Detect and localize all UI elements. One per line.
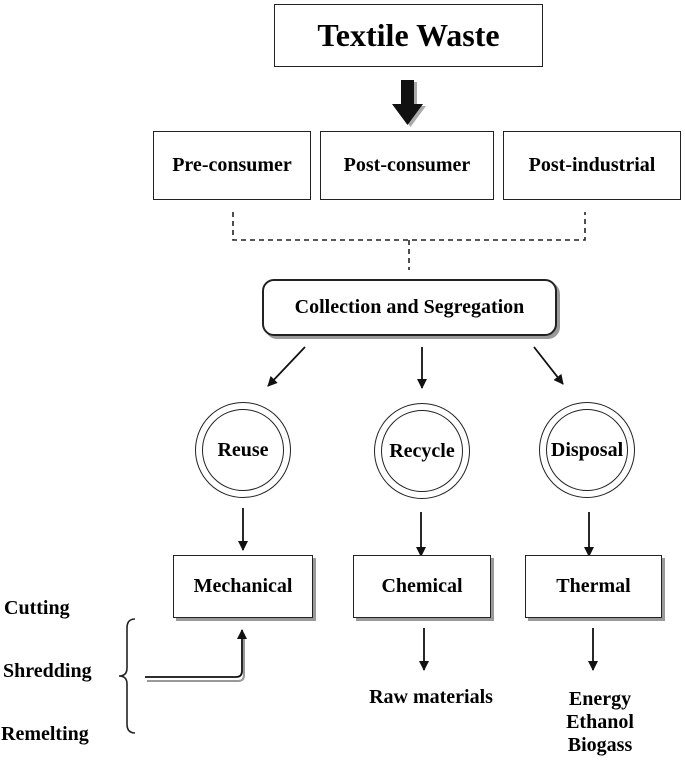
output-thermal-list: Energy Ethanol Biogass [545,688,655,757]
method-shredding: Shredding [3,660,92,682]
process-mechanical: Mechanical [173,555,313,618]
option-disposal: Disposal [539,402,635,498]
main-down-arrow [392,80,426,127]
process-thermal: Thermal [525,555,662,618]
process-chemical: Chemical [353,555,491,618]
option-reuse: Reuse [195,402,291,498]
source-post-industrial: Post-industrial [503,131,681,200]
output-ethanol: Ethanol [566,711,634,733]
recycle-label: Recycle [389,439,455,462]
arrow-to-reuse [267,346,306,387]
option-recycle: Recycle [374,403,470,499]
reuse-label: Reuse [217,438,269,461]
textile-waste-box: Textile Waste [274,4,543,67]
output-energy: Energy [568,688,632,710]
arrow-methods-to-mechanical [147,634,245,682]
output-biogass: Biogass [567,734,633,756]
source-post-consumer: Post-consumer [320,131,494,200]
method-remelting: Remelting [1,723,89,745]
dashed-bracket [232,212,586,270]
source-pre-consumer: Pre-consumer [153,131,311,200]
method-cutting: Cutting [4,597,70,619]
methods-brace [118,618,136,734]
output-raw-materials: Raw materials [369,686,493,708]
collection-segregation-box: Collection and Segregation [262,279,557,336]
disposal-label: Disposal [550,438,624,461]
arrow-to-disposal [533,346,564,385]
